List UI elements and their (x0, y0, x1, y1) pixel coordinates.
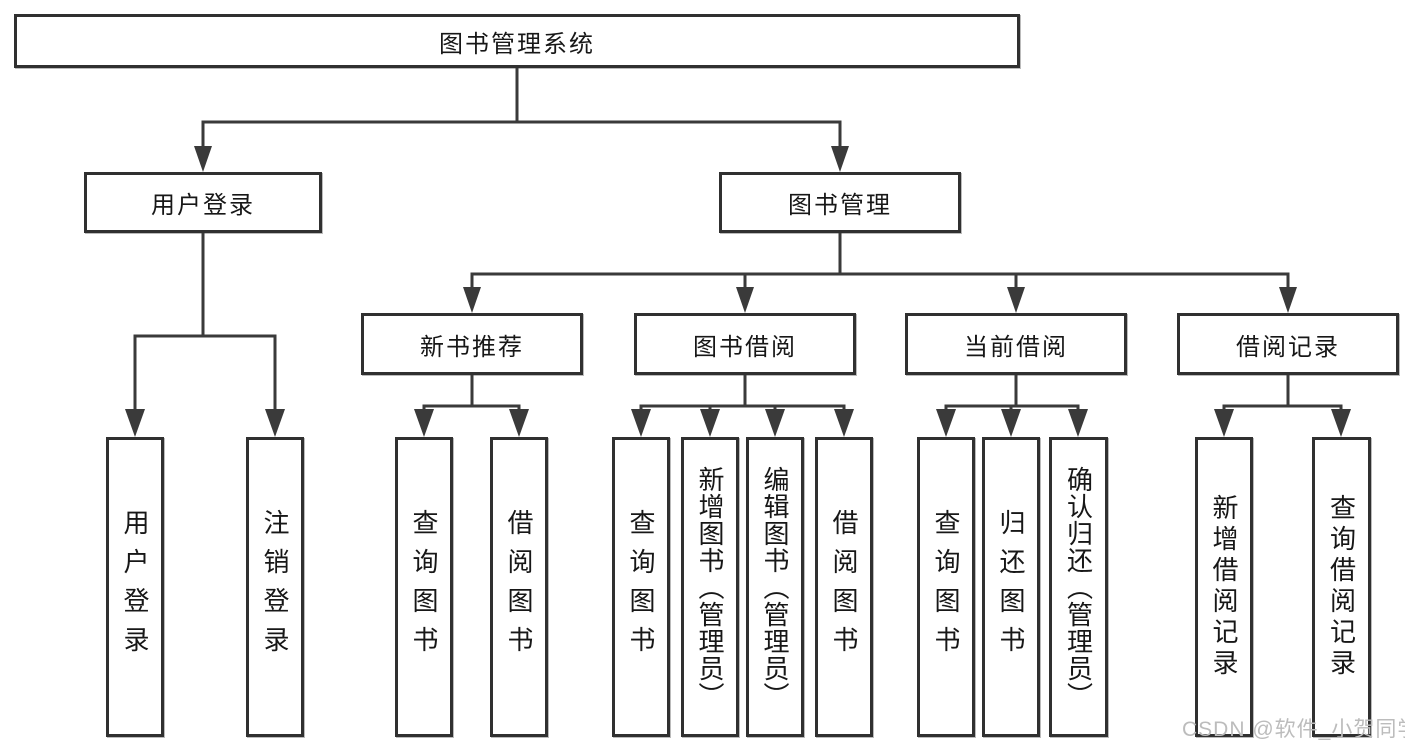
leaf-query-book-recommend: 查询图书 (395, 437, 453, 737)
arrowhead-icon (1001, 409, 1021, 437)
leaf-edit-book-admin: 编辑图书（管理员） (746, 437, 804, 737)
arrowhead-icon (463, 287, 481, 313)
arrowhead-icon (834, 409, 854, 437)
leaf-borrow-book: 借阅图书 (815, 437, 873, 737)
arrowhead-icon (1007, 287, 1025, 313)
leaf-logout: 注销登录 (246, 437, 304, 737)
leaf-query-borrow-record: 查询借阅记录 (1312, 437, 1371, 737)
arrowhead-icon (125, 409, 145, 437)
arrowhead-icon (936, 409, 956, 437)
arrowhead-icon (509, 409, 529, 437)
arrowheads-group (125, 146, 1351, 437)
arrowhead-icon (1214, 409, 1234, 437)
arrowhead-icon (765, 409, 785, 437)
arrowhead-icon (414, 409, 434, 437)
arrowhead-icon (265, 409, 285, 437)
watermark: CSDN @软件_小贺同学 (1182, 718, 1405, 741)
node-book-management: 图书管理 (719, 172, 961, 233)
arrowhead-icon (1068, 409, 1088, 437)
arrowhead-icon (1331, 409, 1351, 437)
leaf-query-book-current: 查询图书 (917, 437, 975, 737)
node-new-book-recommend: 新书推荐 (361, 313, 583, 375)
leaf-return-book: 归还图书 (982, 437, 1040, 737)
arrowhead-icon (700, 409, 720, 437)
node-current-borrow: 当前借阅 (905, 313, 1127, 375)
leaf-confirm-return-admin: 确认归还（管理员） (1049, 437, 1108, 737)
leaf-add-book-admin: 新增图书（管理员） (681, 437, 739, 737)
node-root: 图书管理系统 (14, 14, 1020, 68)
arrowhead-icon (194, 146, 212, 172)
arrowhead-icon (1279, 287, 1297, 313)
leaf-add-borrow-record: 新增借阅记录 (1195, 437, 1253, 737)
leaf-borrow-book-recommend: 借阅图书 (490, 437, 548, 737)
arrowhead-icon (831, 146, 849, 172)
node-borrow-record: 借阅记录 (1177, 313, 1399, 375)
node-book-borrow: 图书借阅 (634, 313, 856, 375)
node-user-login: 用户登录 (84, 172, 322, 233)
arrowhead-icon (631, 409, 651, 437)
arrowhead-icon (736, 287, 754, 313)
leaf-query-book-borrow: 查询图书 (612, 437, 670, 737)
leaf-user-login: 用户登录 (106, 437, 164, 737)
